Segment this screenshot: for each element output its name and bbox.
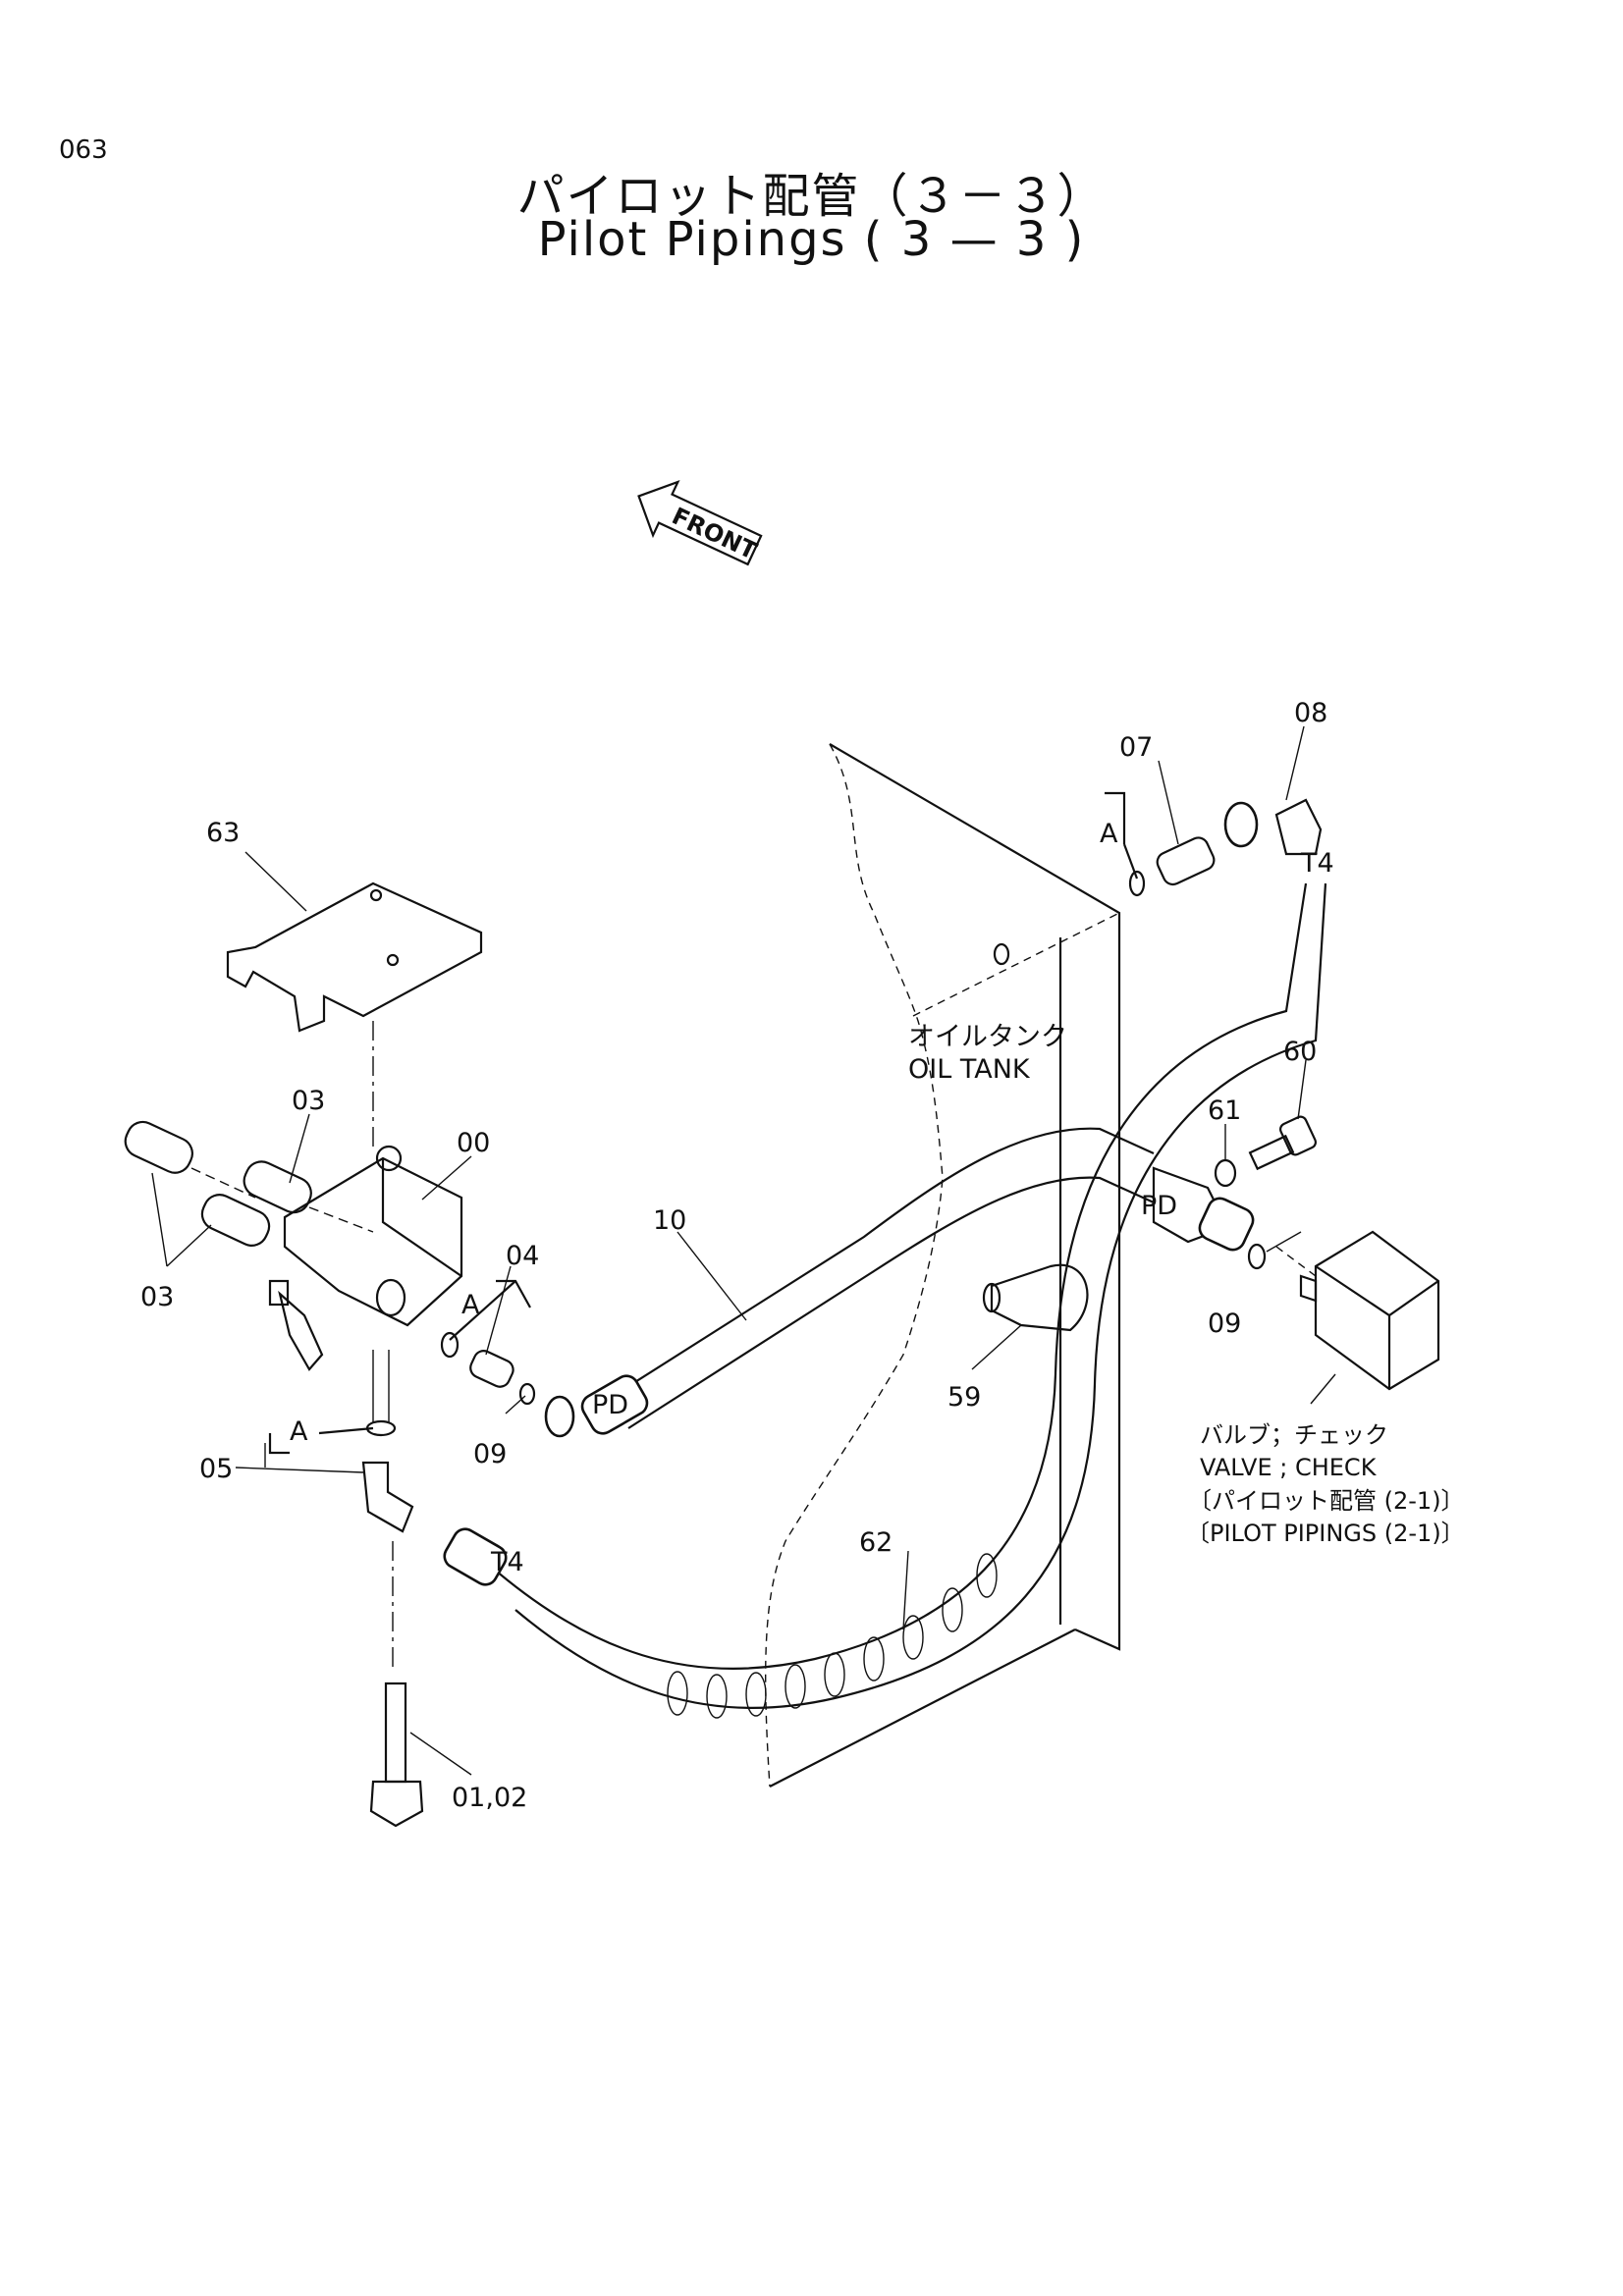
callout-09-right: 09 <box>1208 1308 1241 1339</box>
callout-05: 05 <box>199 1454 233 1484</box>
part-04-connector <box>440 1331 536 1406</box>
part-03-fitting-c <box>200 1194 271 1247</box>
callout-10: 10 <box>653 1205 686 1236</box>
part-03-fitting-b <box>243 1160 374 1233</box>
page-number: 063 <box>59 135 108 165</box>
callout-63: 63 <box>206 818 240 848</box>
callout-61: 61 <box>1208 1095 1241 1126</box>
part-62-protector-coils <box>667 1553 998 1719</box>
front-arrow: FRONT <box>637 479 763 566</box>
part-01-02-bolt <box>369 1682 424 1828</box>
port-label-pd-right: PD <box>1141 1191 1177 1221</box>
callout-08: 08 <box>1294 698 1327 728</box>
part-61-washer <box>1214 1158 1237 1188</box>
part-63-plate <box>226 881 483 1148</box>
valve-note-jp: バルブ；チェック <box>1200 1421 1388 1449</box>
callout-03-top: 03 <box>292 1086 325 1116</box>
callout-60: 60 <box>1283 1037 1317 1067</box>
part-60-bolt <box>1248 1115 1317 1171</box>
callout-59: 59 <box>947 1382 981 1413</box>
callout-00: 00 <box>457 1128 490 1158</box>
part-59-clamp <box>982 1263 1089 1332</box>
valve-note-ref-en: 〔PILOT PIPINGS (2-1)〕 <box>1186 1520 1465 1547</box>
port-label-pd-left: PD <box>592 1390 628 1420</box>
port-label-t4-right: T4 <box>1300 848 1334 879</box>
callout-07: 07 <box>1119 732 1153 763</box>
label-a-left: A <box>461 1290 480 1320</box>
label-a-top: A <box>1100 819 1118 849</box>
check-valve-box <box>1275 1230 1440 1391</box>
callout-62: 62 <box>859 1527 893 1558</box>
callout-01-02: 01,02 <box>452 1783 527 1813</box>
oil-tank-wall <box>764 743 1121 1788</box>
valve-note-en: VALVE ; CHECK <box>1200 1454 1378 1481</box>
title-japanese: パイロット配管（３－３） <box>516 169 1107 224</box>
callout-04: 04 <box>506 1241 539 1271</box>
oil-tank-label-en: OIL TANK <box>908 1054 1031 1085</box>
callout-09-left: 09 <box>473 1439 507 1469</box>
a-bracket-bottom <box>268 1426 374 1455</box>
a-bracket-top <box>1105 791 1139 880</box>
callout-03-left: 03 <box>140 1282 174 1312</box>
part-00-valve-block <box>268 1145 463 1423</box>
label-a-bottom: A <box>290 1416 308 1447</box>
part-10-hose-pd <box>544 1127 1155 1438</box>
valve-note-ref-jp: 〔パイロット配管 (2-1)〕 <box>1188 1487 1465 1515</box>
a-bracket-left <box>449 1279 531 1341</box>
part-07-adapter <box>1128 836 1216 897</box>
port-label-t4-left: T4 <box>490 1547 524 1577</box>
part-62-hose-t4 <box>443 798 1327 1719</box>
part-03-fitting-a <box>124 1120 256 1199</box>
oil-tank-label-jp: オイルタンク <box>908 1022 1067 1052</box>
title-english: Pilot Pipings ( 3 — 3 ) <box>537 212 1086 267</box>
part-pd-adapter-right <box>1152 1166 1267 1270</box>
leader-lines <box>151 725 1336 1776</box>
part-05-elbow <box>361 1419 414 1669</box>
